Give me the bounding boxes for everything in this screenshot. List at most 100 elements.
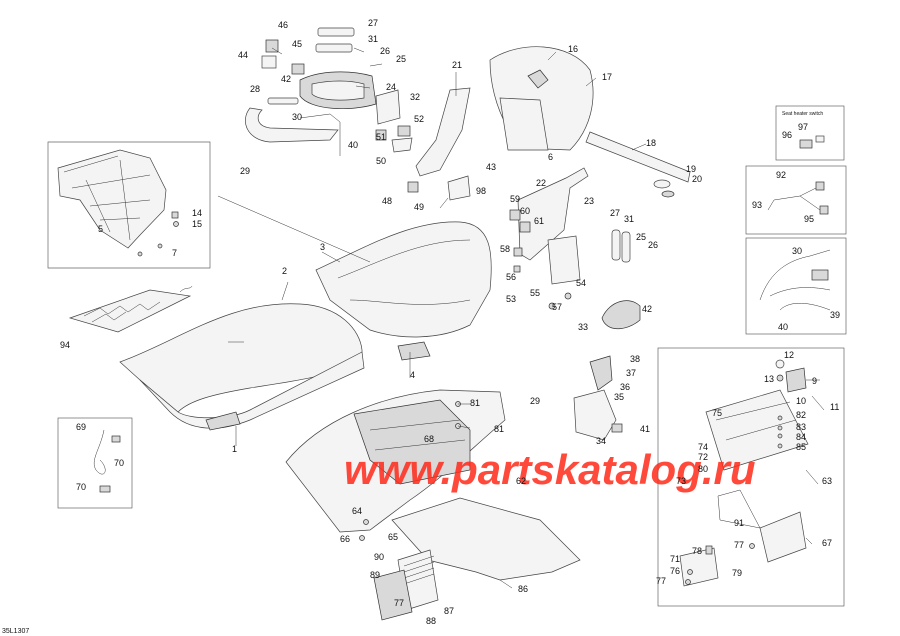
- callout-39: 39: [830, 310, 840, 320]
- callout-59: 59: [510, 194, 520, 204]
- cover-32: [375, 89, 401, 125]
- callout-21: 21: [452, 60, 462, 70]
- bracket-44: [261, 55, 277, 69]
- callout-15: 15: [192, 219, 202, 229]
- callout-68: 68: [424, 434, 434, 444]
- storage-box: [373, 549, 439, 621]
- inset-title: Seat heater switch: [782, 111, 823, 117]
- rear-fender: [285, 389, 506, 533]
- drawing-code: 35L1307: [2, 628, 29, 635]
- callout-12: 12: [784, 350, 794, 360]
- callout-84: 84: [796, 432, 806, 442]
- callout-30b: 30: [792, 246, 802, 256]
- callout-37: 37: [626, 368, 636, 378]
- callout-40b: 40: [778, 322, 788, 332]
- callout-60: 60: [520, 206, 530, 216]
- grab-handle-rear: [601, 229, 641, 330]
- nut-20: [661, 190, 675, 198]
- clip-52: [397, 125, 411, 137]
- inset-frame-heater-wiring: [745, 237, 847, 335]
- bolt-49: [439, 197, 449, 209]
- callout-72: 72: [698, 452, 708, 462]
- callout-65: 65: [388, 532, 398, 542]
- callout-6: 6: [548, 152, 553, 162]
- callout-27b: 27: [610, 208, 620, 218]
- bolt-11: [811, 395, 825, 411]
- callout-31a: 31: [368, 34, 378, 44]
- heater-switch: [799, 135, 825, 149]
- callout-91: 91: [734, 518, 744, 528]
- callout-90: 90: [374, 552, 384, 562]
- callout-labels: 4645444227312625242830325251504029211617…: [60, 18, 840, 626]
- callout-64: 64: [352, 506, 362, 516]
- callout-76: 76: [670, 566, 680, 576]
- pad-42: [291, 63, 305, 75]
- seat-base-frame: [57, 149, 167, 249]
- hardware-53-58: [513, 247, 572, 310]
- rear-rack: [245, 97, 341, 156]
- callout-4: 4: [410, 370, 415, 380]
- callout-27a: 27: [368, 18, 378, 28]
- callout-49: 49: [414, 202, 424, 212]
- callout-20: 20: [692, 174, 702, 184]
- washer-19: [653, 179, 671, 189]
- callout-81a: 81: [470, 398, 480, 408]
- seat-heater-pad: [68, 285, 193, 333]
- callout-19: 19: [686, 164, 696, 174]
- callout-5: 5: [98, 224, 103, 234]
- callout-58: 58: [500, 244, 510, 254]
- callout-50: 50: [376, 156, 386, 166]
- callout-56: 56: [506, 272, 516, 282]
- callout-44: 44: [238, 50, 248, 60]
- grab-handle: [299, 71, 377, 110]
- callout-77b: 77: [734, 540, 744, 550]
- inset-frame-harness: [57, 417, 133, 509]
- callout-34: 34: [596, 436, 606, 446]
- callout-51: 51: [376, 132, 386, 142]
- callout-69: 69: [76, 422, 86, 432]
- callout-73: 73: [676, 476, 686, 486]
- callout-3: 3: [320, 242, 325, 252]
- callout-89: 89: [370, 570, 380, 580]
- callout-54: 54: [576, 278, 586, 288]
- callout-83: 83: [796, 422, 806, 432]
- taillight: [573, 355, 617, 441]
- leader-lines: [217, 47, 820, 589]
- screw-7: [137, 243, 163, 257]
- callout-16: 16: [568, 44, 578, 54]
- callout-2: 2: [282, 266, 287, 276]
- rear-mudguard: [391, 497, 581, 581]
- clip-50: [391, 137, 413, 153]
- inset-frame-license-bracket: [657, 347, 845, 607]
- callout-29b: 29: [530, 396, 540, 406]
- callout-70a: 70: [114, 458, 124, 468]
- callout-14: 14: [192, 208, 202, 218]
- lock-assembly: [547, 235, 581, 285]
- hardware-82-85: [777, 415, 783, 449]
- callout-85: 85: [796, 442, 806, 452]
- callout-13: 13: [764, 374, 774, 384]
- callout-9: 9: [812, 376, 817, 386]
- driver-seat: [119, 303, 365, 431]
- backrest-bracket: [415, 87, 471, 177]
- callout-33: 33: [578, 322, 588, 332]
- callout-45: 45: [292, 39, 302, 49]
- callout-32: 32: [410, 92, 420, 102]
- callout-77a: 77: [394, 598, 404, 608]
- license-plate-bracket: [679, 389, 809, 587]
- callout-62: 62: [516, 476, 526, 486]
- bracket-45: [265, 39, 279, 53]
- callout-61: 61: [534, 216, 544, 226]
- clip-48: [407, 181, 419, 193]
- callout-25b: 25: [636, 232, 646, 242]
- callout-41: 41: [640, 424, 650, 434]
- callout-7: 7: [172, 248, 177, 258]
- callout-96: 96: [782, 130, 792, 140]
- inset-frame-wiring: [745, 165, 847, 235]
- inset-frame-seat-base: [47, 141, 211, 269]
- inset-frame-switch: [775, 105, 845, 161]
- harness-cable: [93, 429, 121, 493]
- callout-28: 28: [250, 84, 260, 94]
- nut-15: [173, 221, 179, 227]
